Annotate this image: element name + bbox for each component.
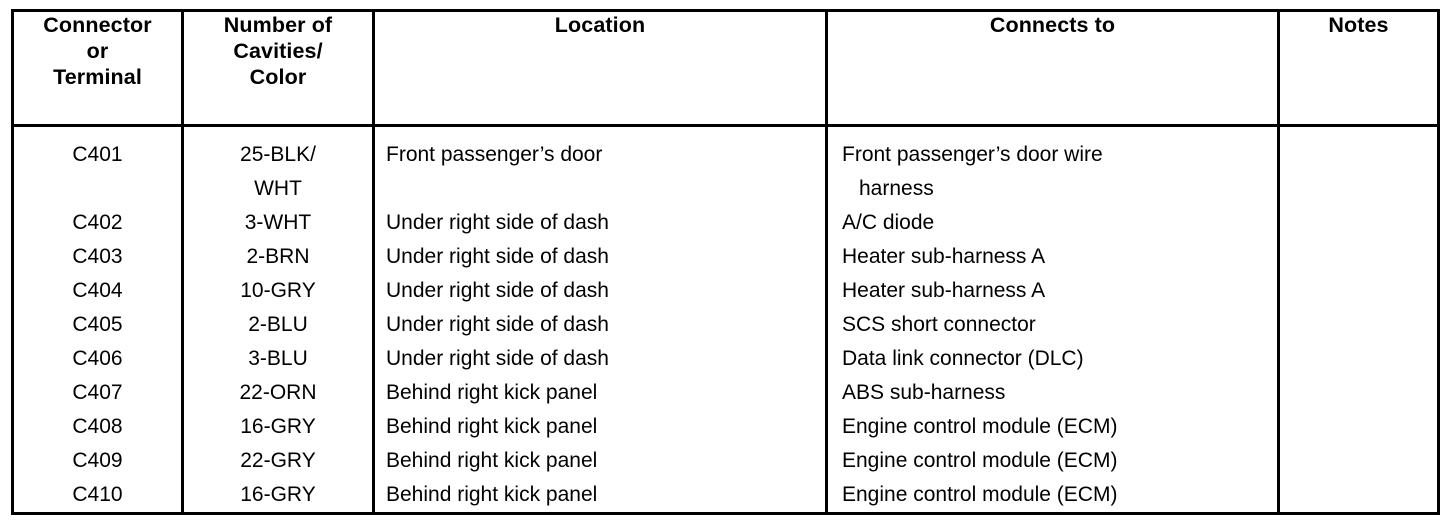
connects-to-value: A/C diode xyxy=(842,211,935,234)
location-value: Under right side of dash xyxy=(386,211,609,234)
cavities-value: 3-BLU xyxy=(248,347,308,370)
cell-notes-column xyxy=(1277,124,1440,515)
column-header-connector: Connector or Terminal xyxy=(11,9,184,127)
cavities-value: 25-BLK/ xyxy=(240,143,316,166)
connector-value: C403 xyxy=(72,245,123,268)
cavities-value: 16-GRY xyxy=(240,483,316,506)
connects-to-value: Engine control module (ECM) xyxy=(842,449,1118,472)
column-header-cavities-label: Number of Cavities/ Color xyxy=(223,13,333,89)
connects-to-value: Engine control module (ECM) xyxy=(842,415,1118,438)
cavities-value: 10-GRY xyxy=(240,279,316,302)
column-header-location-label: Location xyxy=(554,13,646,37)
cavities-value: 16-GRY xyxy=(240,415,316,438)
location-value: Under right side of dash xyxy=(386,313,609,336)
cavities-value: WHT xyxy=(254,177,302,200)
connects-to-value: Data link connector (DLC) xyxy=(842,347,1084,370)
location-value: Under right side of dash xyxy=(386,279,609,302)
connects-to-value: Front passenger’s door wire xyxy=(842,143,1103,166)
column-header-notes-label: Notes xyxy=(1328,13,1389,37)
column-header-cavities: Number of Cavities/ Color xyxy=(181,9,375,127)
location-value: Under right side of dash xyxy=(386,347,609,370)
connector-value: C401 xyxy=(72,143,123,166)
location-value: Under right side of dash xyxy=(386,245,609,268)
connects-to-value: harness xyxy=(859,177,934,200)
cell-cavities-column: 25-BLK/WHT 3-WHT 2-BRN 10-GRY 2-BLU 3-BLU 22-O… xyxy=(181,124,375,515)
location-values: Front passenger’s door Under right side … xyxy=(375,127,825,512)
connector-value: C409 xyxy=(72,449,123,472)
cavities-values: 25-BLK/WHT 3-WHT 2-BRN 10-GRY 2-BLU 3-BLU 22-O… xyxy=(184,127,372,512)
column-header-notes: Notes xyxy=(1277,9,1440,127)
column-header-connector-label: Connector or Terminal xyxy=(43,13,152,89)
location-value: Behind right kick panel xyxy=(386,415,598,438)
header-row: Connector or Terminal Number of Cavities… xyxy=(11,9,1440,127)
connector-value: C405 xyxy=(72,313,123,336)
cavities-value: 22-ORN xyxy=(239,381,317,404)
cavities-value: 2-BLU xyxy=(248,313,308,336)
table-header: Connector or Terminal Number of Cavities… xyxy=(11,9,1440,127)
connects-to-value: ABS sub-harness xyxy=(842,381,1006,404)
connects-to-value: Heater sub-harness A xyxy=(842,245,1046,268)
location-value: Behind right kick panel xyxy=(386,449,598,472)
cavities-value: 22-GRY xyxy=(240,449,316,472)
connector-value: C408 xyxy=(72,415,123,438)
connector-value: C404 xyxy=(72,279,123,302)
connector-value: C410 xyxy=(72,483,123,506)
column-header-location: Location xyxy=(372,9,828,127)
location-value: Front passenger’s door xyxy=(386,143,603,166)
connects-to-value: SCS short connector xyxy=(842,313,1036,336)
connector-value: C407 xyxy=(72,381,123,404)
cavities-value: 2-BRN xyxy=(246,245,310,268)
location-value: Behind right kick panel xyxy=(386,483,598,506)
column-header-connects-to-label: Connects to xyxy=(989,13,1116,37)
column-header-connects-to: Connects to xyxy=(825,9,1280,127)
connector-value: C402 xyxy=(72,211,123,234)
connector-value: C406 xyxy=(72,347,123,370)
cell-location-column: Front passenger’s door Under right side … xyxy=(372,124,828,515)
connects-to-value: Engine control module (ECM) xyxy=(842,483,1118,506)
cavities-value: 3-WHT xyxy=(244,211,312,234)
connector-table: Connector or Terminal Number of Cavities… xyxy=(11,9,1440,515)
notes-values xyxy=(1280,127,1437,512)
location-value: Behind right kick panel xyxy=(386,381,598,404)
connects-to-value: Heater sub-harness A xyxy=(842,279,1046,302)
